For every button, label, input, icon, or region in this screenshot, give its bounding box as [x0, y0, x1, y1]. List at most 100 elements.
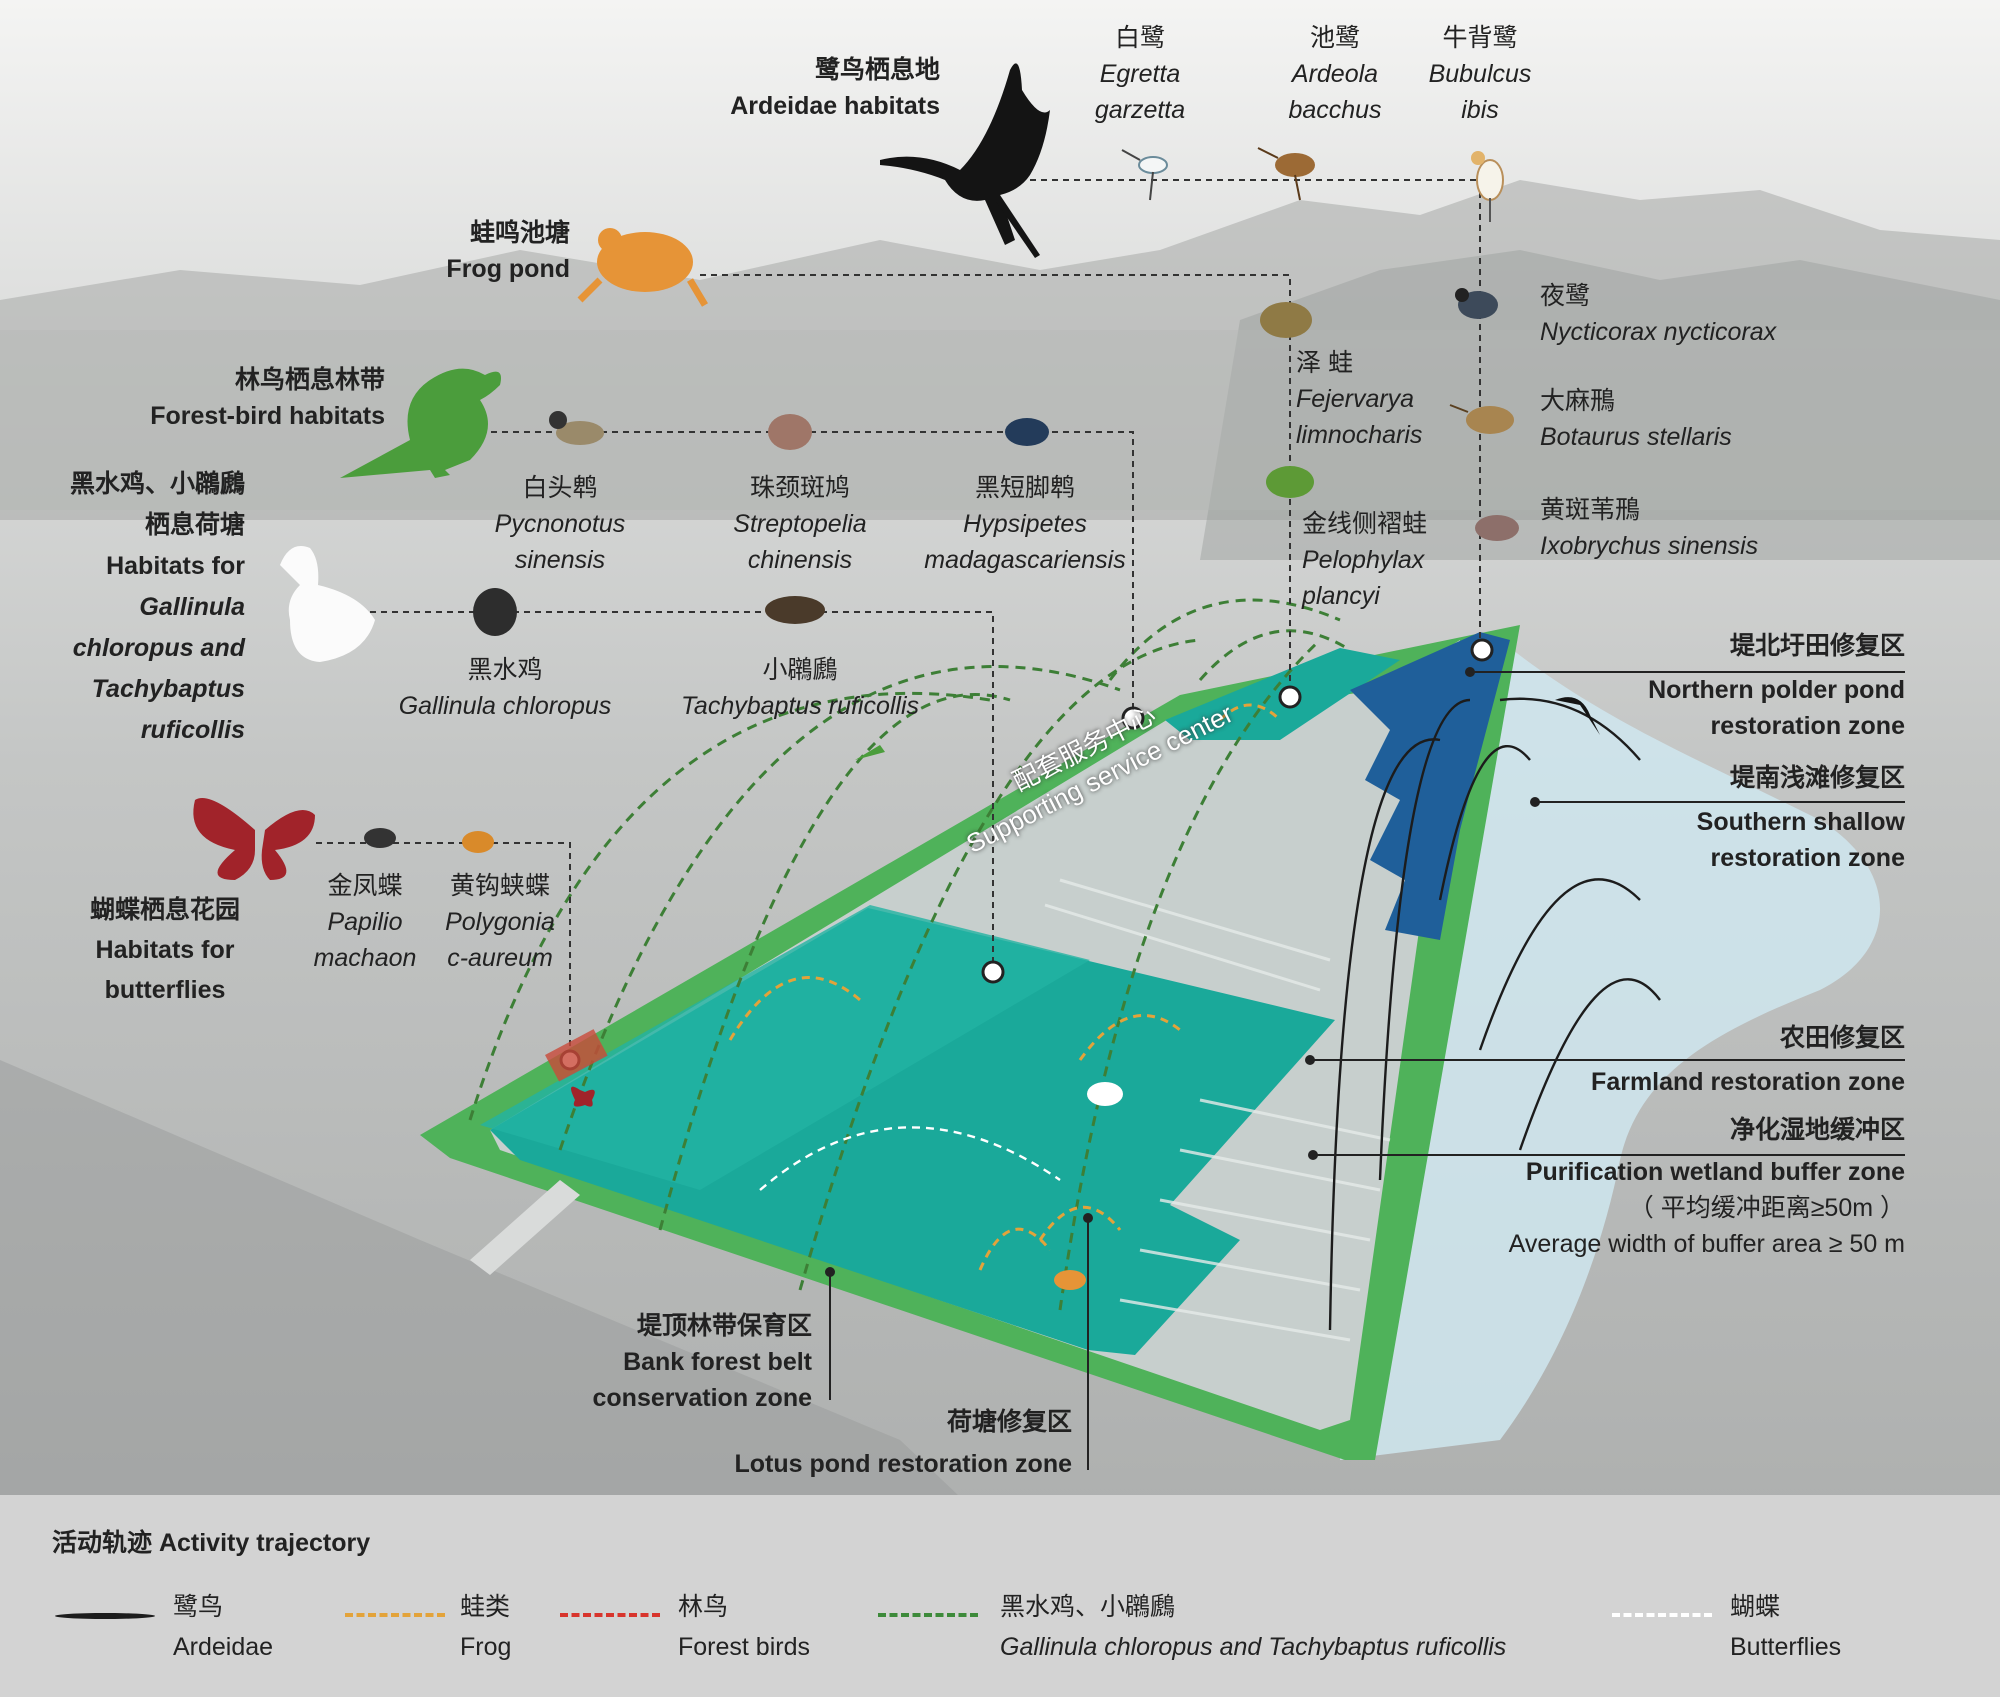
- trajectory-frog: [728, 703, 1282, 1271]
- zone-purification-en-note: Average width of buffer area ≥ 50 m: [1508, 1230, 1905, 1258]
- legend-item-forest-birds: 林鸟 Forest birds: [678, 1587, 810, 1667]
- species-pycnonotus-la1: Pycnonotus: [494, 510, 626, 538]
- species-ixobrychus-zh: 黄斑苇鳽: [1540, 496, 1641, 524]
- zone-southern: 堤南浅滩修复区 Southern shallow restoration zon…: [1560, 760, 1905, 876]
- species-ardeola-la1: Ardeola: [1291, 60, 1379, 88]
- zone-northern-zh: 堤北圩田修复区: [1729, 632, 1905, 660]
- zone-northern-en1: Northern polder pond: [1648, 676, 1905, 704]
- legend-forest-birds-en: Forest birds: [678, 1633, 810, 1661]
- species-egretta-zh: 白鹭: [1114, 24, 1165, 52]
- forest-bird-zh: 林鸟栖息林带: [234, 366, 385, 394]
- pelophylax-frog-icon: [1266, 466, 1314, 498]
- species-tachybaptus-zh: 小鸊鷉: [762, 656, 838, 684]
- species-fejervarya-zh: 泽 蛙: [1296, 349, 1353, 377]
- zone-southern-en1: Southern shallow: [1696, 808, 1905, 836]
- species-ixobrychus: 黄斑苇鳽 Ixobrychus sinensis: [1540, 492, 1870, 564]
- species-ardeola-zh: 池鹭: [1309, 24, 1360, 52]
- species-polygonia-zh: 黄钩蛱蝶: [449, 872, 550, 900]
- gallinula-habitat-en1: Habitats for: [106, 552, 245, 580]
- onsite-bird-icon: [855, 745, 885, 760]
- zone-northern: 堤北圩田修复区 Northern polder pond restoration…: [1560, 628, 1905, 744]
- gallinula-habitat-en4: Tachybaptus: [91, 675, 245, 703]
- species-ardeola-la2: bacchus: [1288, 96, 1382, 124]
- zone-pointer-lines: [829, 671, 1905, 1470]
- leader-lines: [316, 179, 1481, 1060]
- ardeidae-label: 鹭鸟栖息地 Ardeidae habitats: [640, 52, 940, 124]
- pointer-dots: [825, 667, 1540, 1277]
- species-gallinula-la: Gallinula chloropus: [398, 692, 612, 720]
- zone-farmland-en: Farmland restoration zone: [1591, 1068, 1905, 1096]
- legend-panel: 活动轨迹 Activity trajectory 鹭鸟 Ardeidae 蛙类 …: [0, 1495, 2000, 1697]
- zone-bank-zh: 堤顶林带保育区: [636, 1312, 812, 1340]
- forest-bird-silhouette-icon: [340, 368, 501, 478]
- town-area: [0, 330, 2000, 510]
- species-pycnonotus: 白头鹎 Pycnonotus sinensis: [470, 470, 650, 578]
- butterfly-habitat-en1: Habitats for: [95, 936, 235, 964]
- trajectory-butterflies: [759, 1126, 1061, 1191]
- lotus-pond-left-strip: [480, 905, 1090, 1190]
- zone-bank-en2: conservation zone: [592, 1384, 813, 1412]
- ardeidae-en: Ardeidae habitats: [730, 92, 940, 120]
- forest-bird-en: Forest-bird habitats: [150, 402, 385, 430]
- species-papilio-la1: Papilio: [327, 908, 403, 936]
- night-heron-icon: [1455, 288, 1498, 319]
- hills-near: [1200, 250, 2000, 560]
- legend-frog-en: Frog: [460, 1633, 512, 1661]
- species-fejervarya-la2: limnocharis: [1296, 421, 1423, 449]
- dove-icon: [768, 414, 812, 450]
- species-pycnonotus-la2: sinensis: [514, 546, 606, 574]
- legend-item-ardeidae: 鹭鸟 Ardeidae: [173, 1587, 273, 1667]
- species-gallinula-zh: 黑水鸡: [467, 656, 543, 684]
- species-streptopelia-la2: chinensis: [747, 546, 853, 574]
- cattle-egret-icon: [1471, 151, 1504, 222]
- legend-item-gallinula: 黑水鸡、小鸊鷉 Gallinula chloropus and Tachybap…: [1000, 1587, 1506, 1667]
- butterfly-silhouette-icon: [193, 798, 315, 880]
- butterfly-habitat-label: 蝴蝶栖息花园 Habitats for butterflies: [50, 890, 280, 1010]
- species-pelophylax-zh: 金线侧褶蛙: [1302, 510, 1428, 538]
- species-streptopelia-zh: 珠颈斑鸠: [749, 474, 850, 502]
- gallinula-habitat-en3: chloropus and: [72, 634, 245, 662]
- species-polygonia-la1: Polygonia: [445, 908, 555, 936]
- species-hypsipetes-la1: Hypsipetes: [963, 510, 1087, 538]
- frog-pond-icon: [577, 228, 709, 307]
- gallinula-habitat-zh1: 黑水鸡、小鸊鷉: [69, 470, 245, 498]
- species-botaurus-la: Botaurus stellaris: [1540, 423, 1732, 451]
- legend-title: 活动轨迹 Activity trajectory: [52, 1529, 371, 1557]
- zone-southern-zh: 堤南浅滩修复区: [1729, 764, 1905, 792]
- road: [0, 1060, 960, 1497]
- species-bubulcus-zh: 牛背鹭: [1442, 24, 1518, 52]
- species-streptopelia: 珠颈斑鸠 Streptopelia chinensis: [700, 470, 900, 578]
- gallinula-habitat-label: 黑水鸡、小鸊鷉 栖息荷塘 Habitats for Gallinula chlo…: [20, 464, 245, 751]
- ardeidae-zh: 鹭鸟栖息地: [814, 56, 940, 84]
- butterfly-habitat-en2: butterflies: [104, 976, 226, 1004]
- duck-silhouette-icon: [280, 546, 375, 662]
- zone-lotus-en: Lotus pond restoration zone: [734, 1450, 1073, 1478]
- zone-purification-en: Purification wetland buffer zone: [1525, 1158, 1905, 1186]
- legend-frog-zh: 蛙类: [460, 1593, 511, 1621]
- legend-frog-line: [345, 1613, 445, 1617]
- frog-pond-en: Frog pond: [446, 255, 570, 283]
- species-papilio-zh: 金凤蝶: [327, 872, 403, 900]
- species-tachybaptus: 小鸊鷉 Tachybaptus ruficollis: [665, 652, 935, 724]
- species-ixobrychus-la: Ixobrychus sinensis: [1540, 532, 1759, 560]
- comma-butterfly-icon: [462, 831, 494, 853]
- zone-bank-en1: Bank forest belt: [623, 1348, 812, 1376]
- fejervarya-frog-icon: [1260, 302, 1312, 338]
- legend-item-frog: 蛙类 Frog: [460, 1587, 511, 1667]
- zone-lotus-zh: 荷塘修复区: [946, 1408, 1072, 1436]
- legend-ardeidae-en: Ardeidae: [173, 1633, 274, 1661]
- legend-butterflies-en: Butterflies: [1730, 1633, 1842, 1661]
- zone-purification: 净化湿地缓冲区 Purification wetland buffer zone…: [1400, 1112, 1905, 1262]
- farmland-strips: [1044, 878, 1391, 1342]
- species-nycticorax-la: Nycticorax nycticorax: [1540, 318, 1777, 346]
- species-polygonia: 黄钩蛱蝶 Polygonia c-aureum: [430, 868, 570, 976]
- zone-bank: 堤顶林带保育区 Bank forest belt conservation zo…: [540, 1308, 813, 1416]
- species-fejervarya-la1: Fejervarya: [1296, 385, 1415, 413]
- trajectory-ardeidae: [1328, 697, 1661, 1331]
- legend-butterflies-zh: 蝴蝶: [1730, 1593, 1781, 1621]
- species-botaurus-zh: 大麻鳽: [1540, 387, 1616, 415]
- bittern-icon: [1449, 404, 1514, 434]
- species-nycticorax: 夜鹭 Nycticorax nycticorax: [1540, 278, 1870, 350]
- yellow-bittern-icon: [1475, 515, 1519, 541]
- heron-silhouette-icon: [880, 63, 1050, 258]
